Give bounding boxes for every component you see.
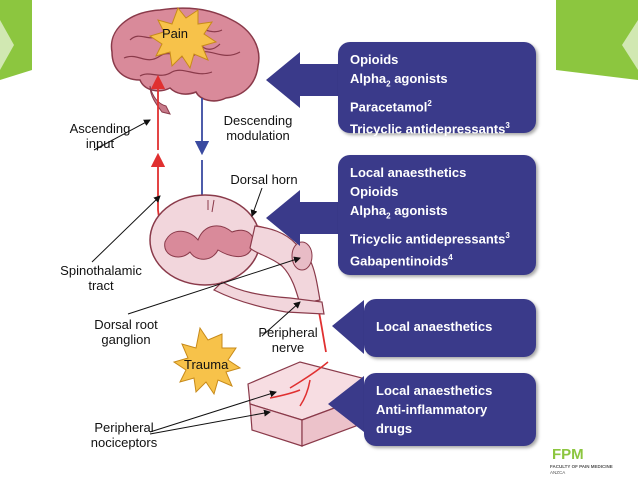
corner-decoration-left [0, 0, 32, 80]
logo-subtitle-2: ANZCA [550, 470, 566, 475]
drg-label-line1: Dorsal root [94, 317, 158, 332]
nociceptor-pointer-1 [149, 390, 277, 433]
arrow-to-brain [266, 52, 344, 108]
nerve-pointer [261, 301, 301, 337]
arrow-to-nerve [332, 300, 370, 354]
dorsal-root-ganglion-label: Dorsal root ganglion [80, 317, 172, 347]
spinothalamic-label-line2: tract [88, 278, 114, 293]
peripheral-nociceptors-label: Peripheral nociceptors [76, 420, 172, 450]
drug-item: Gabapentinoids4 [350, 252, 453, 269]
drug-item: Tricyclic antidepressants3 [350, 230, 510, 246]
spinothalamic-label-line1: Spinothalamic [60, 263, 142, 278]
spinothalamic-tract-label: Spinothalamic tract [50, 263, 152, 293]
peripheral-nerve-label: Peripheral nerve [248, 325, 328, 355]
ascending-label-line2: input [85, 136, 115, 151]
nociceptor-pointer-2 [149, 409, 271, 435]
drug-item: Alpha2 agonists [350, 71, 448, 89]
nociceptors-label-line1: Peripheral [94, 420, 154, 435]
drug-item: Tricyclic antidepressants3 [350, 120, 510, 137]
drug-item: Paracetamol2 [350, 98, 432, 114]
nerve-label-line1: Peripheral [258, 325, 318, 340]
pain-label: Pain [162, 26, 189, 41]
drug-item: Local anaesthetics [350, 165, 467, 180]
dorsal-horn-label: Dorsal horn [230, 172, 298, 187]
ascending-label-line1: Ascending [69, 121, 131, 136]
fpm-logo: FPM FACULTY OF PAIN MEDICINE ANZCA [548, 424, 638, 479]
drug-item: Opioids [350, 184, 399, 199]
dorsal-horn-pointer [250, 187, 263, 217]
ascending-pointer [93, 119, 151, 151]
drug-item: Local anaesthetics [376, 383, 493, 398]
spinothalamic-pointer [91, 195, 161, 263]
dorsal-root-ganglion [291, 241, 313, 271]
descending-label-line2: modulation [226, 128, 290, 143]
spinal-cord [149, 194, 261, 286]
arrow-to-tissue [328, 376, 370, 432]
arrow-to-dorsal-horn [266, 190, 344, 246]
pain-burst [148, 7, 218, 70]
drg-label-line2: ganglion [101, 332, 151, 347]
nociceptors-label-line2: nociceptors [90, 435, 158, 450]
drug-item: Opioids [350, 52, 399, 67]
descending-modulation-label: Descending modulation [212, 113, 304, 143]
drug-item: Anti-inflammatory [376, 402, 488, 417]
logo-subtitle: FACULTY OF PAIN MEDICINE [550, 464, 613, 469]
drug-box-peripheral-nerve: Local anaesthetics [364, 299, 536, 357]
logo-mark: FPM [552, 446, 584, 463]
trauma-label: Trauma [184, 357, 229, 372]
drg-pointer [127, 256, 301, 315]
drug-item: Alpha2 agonists [350, 203, 448, 221]
drug-box-tissue: Local anaesthetics Anti-inflammatory dru… [364, 373, 536, 446]
drug-item: drugs [376, 421, 413, 436]
ascending-input-label: Ascending input [62, 121, 138, 151]
corner-decoration-right [556, 0, 638, 80]
descending-label-line1: Descending [223, 113, 293, 128]
drug-box-brain: Opioids Alpha2 agonists Paracetamol2 Tri… [338, 42, 536, 136]
drug-item: Local anaesthetics [376, 319, 493, 334]
trauma-burst [172, 326, 242, 396]
nerve-label-line2: nerve [271, 340, 305, 355]
drug-box-dorsal-horn: Local anaesthetics Opioids Alpha2 agonis… [338, 155, 536, 275]
